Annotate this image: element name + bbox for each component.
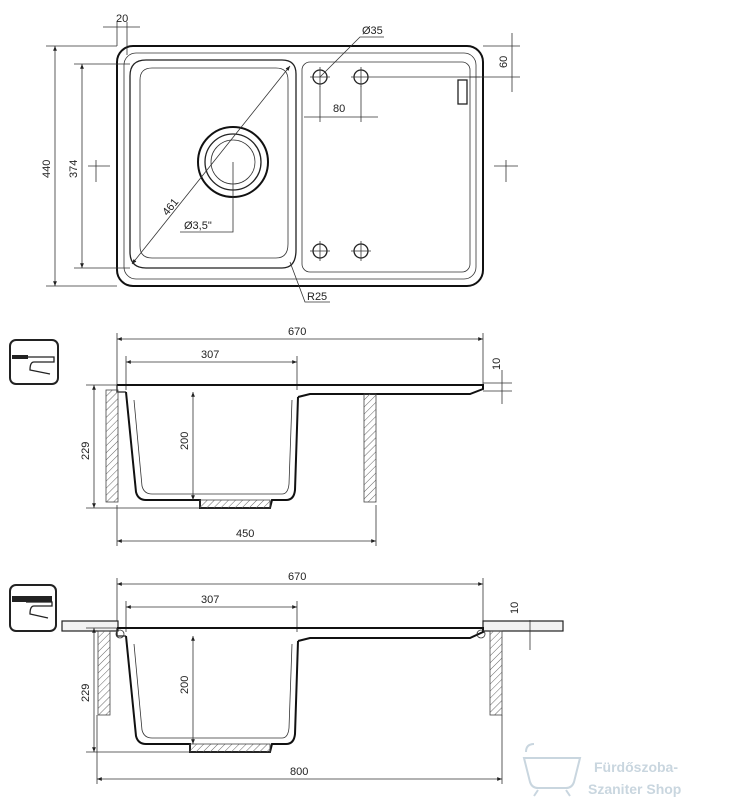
tap-hole-4 <box>351 241 371 261</box>
dim-tap-diameter: Ø35 <box>362 25 383 37</box>
dim-10: 10 <box>491 358 503 370</box>
bowl-section <box>125 391 299 509</box>
shop-watermark: Fürdőszoba- Szaniter Shop <box>522 743 681 797</box>
dim-307: 307 <box>201 349 219 361</box>
watermark-line2: Szaniter Shop <box>588 781 681 797</box>
dim-60: 60 <box>498 56 510 68</box>
tap-hole-2 <box>351 67 480 87</box>
watermark-line1: Fürdőszoba- <box>594 759 678 775</box>
countertop-left <box>61 620 119 632</box>
side-view-2: 670 307 10 229 200 800 <box>9 571 564 784</box>
dim-10: 10 <box>509 602 521 614</box>
top-mount-icon <box>9 339 59 385</box>
dim-461: 461 <box>160 196 181 218</box>
dim-670: 670 <box>288 571 306 583</box>
side-view-1: 670 307 10 229 200 450 <box>9 326 512 546</box>
dim-200: 200 <box>179 676 191 694</box>
tap-hole-3 <box>310 241 330 261</box>
dim-440: 440 <box>41 160 53 178</box>
bowl-section <box>125 635 299 753</box>
dim-670: 670 <box>288 326 306 338</box>
overflow-slot <box>457 79 468 105</box>
dim-374: 374 <box>68 160 80 178</box>
dim-drain-size: Ø3,5" <box>184 220 212 232</box>
countertop-right <box>482 620 564 632</box>
dim-800: 800 <box>290 766 308 778</box>
dim-80: 80 <box>333 103 345 115</box>
dim-200: 200 <box>179 432 191 450</box>
dim-450: 450 <box>236 528 254 540</box>
dim-229: 229 <box>80 442 92 460</box>
dim-229: 229 <box>80 684 92 702</box>
bathtub-icon <box>522 743 582 797</box>
dim-20: 20 <box>116 13 128 25</box>
dim-r25: R25 <box>307 291 327 303</box>
dim-307: 307 <box>201 594 219 606</box>
top-view: 461 Ø3,5" R25 Ø35 20 80 60 440 <box>41 13 520 303</box>
flush-mount-icon <box>9 584 57 632</box>
sink-outline <box>116 45 484 287</box>
bowl-outline <box>129 59 297 269</box>
